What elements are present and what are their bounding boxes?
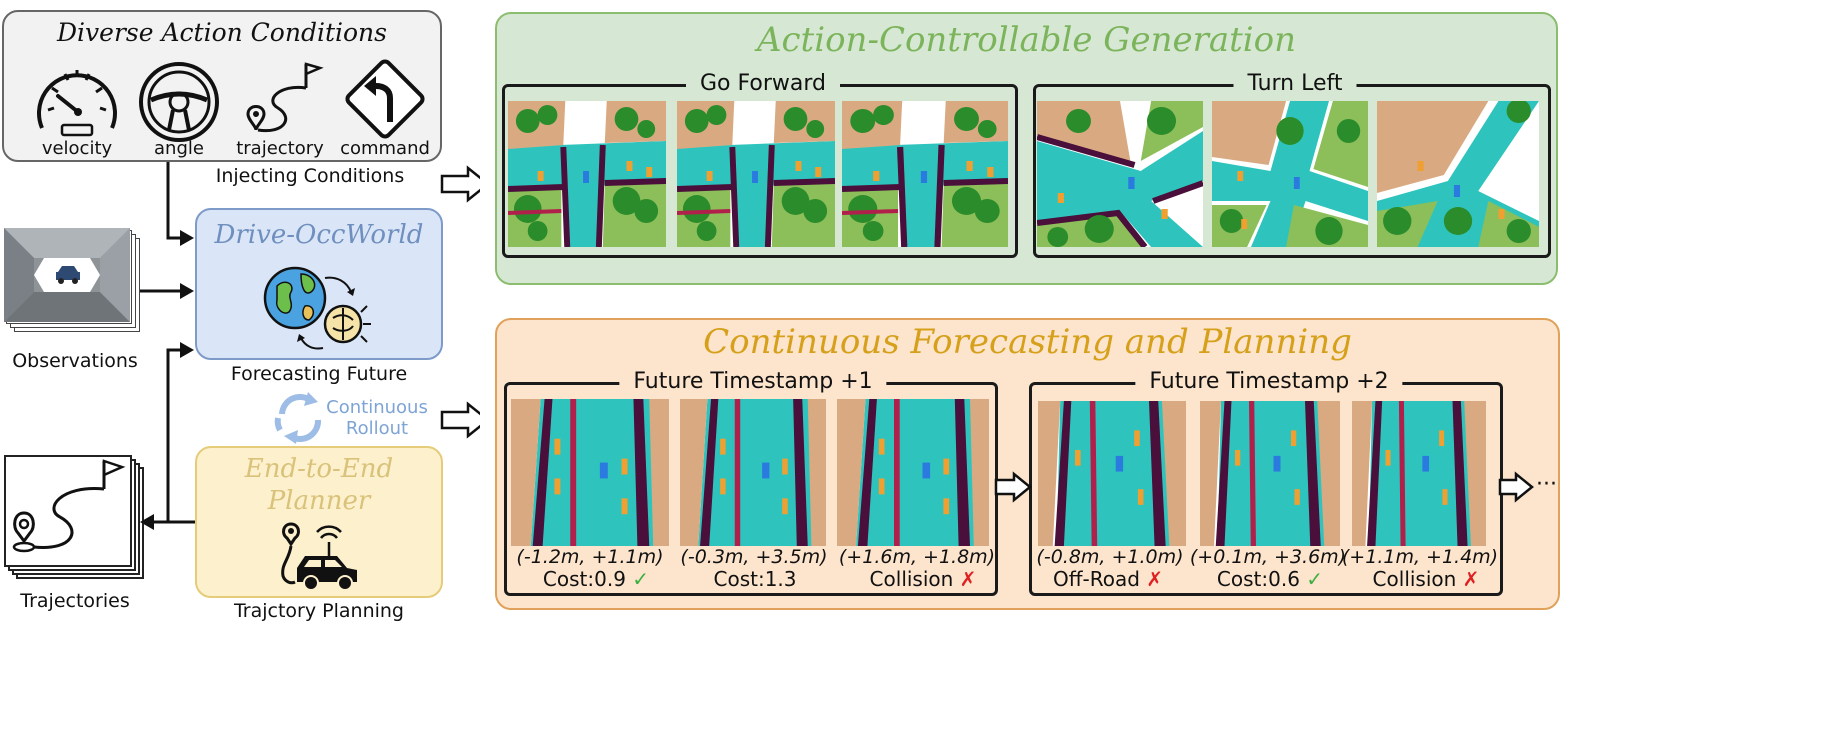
turn-left-frame-1 [1037,101,1203,247]
ts2-result-3-text: Collision [1372,567,1457,591]
trajectory-planning-caption: Trajctory Planning [233,600,404,622]
ts1-result-3: Collision ✗ [870,567,977,591]
forward-frame-2 [677,101,835,247]
action-conditions-box: Diverse Action Conditions velocity angle… [2,10,442,162]
turn-left-label: Turn Left [1233,71,1357,96]
rollout-cycle-icon [274,392,322,444]
ts1-frame-3 [837,399,989,546]
continuation-ellipsis: ··· [1536,472,1557,497]
angle-label: angle [154,138,204,159]
planner-title-line2: Planner [267,486,371,516]
hollow-arrow-mid [994,471,1032,503]
ts2-result-3: Collision ✗ [1373,567,1480,591]
drive-occworld-box: Drive-OccWorld [195,208,443,360]
generation-title: Action-Controllable Generation [756,20,1297,60]
cross-icon: ✗ [959,567,977,591]
ts1-result-2: Cost:1.3 [713,567,796,591]
autonomous-car-icon [281,522,357,591]
check-icon: ✓ [632,567,650,591]
ts2-result-2: Cost:0.6 ✓ [1217,567,1323,591]
drive-occworld-title: Drive-OccWorld [214,220,424,250]
rollout-text: Continuous Rollout [322,397,432,439]
trajectory-large-icon [4,455,132,567]
turn-left-frame-2 [1212,101,1368,247]
speedometer-icon [37,70,117,137]
trajectories-label: Trajectories [20,590,130,612]
velocity-label: velocity [41,138,113,159]
ts2-coord-3: (+1.1m, +1.4m) [1341,546,1499,568]
forecasting-future-caption: Forecasting Future [230,363,408,385]
ts1-coord-1: (-1.2m, +1.1m) [516,546,664,568]
cross-icon: ✗ [1462,567,1480,591]
cross-icon: ✗ [1146,567,1164,591]
ts2-result-1: Off-Road ✗ [1053,567,1163,591]
turn-left-frame-3 [1377,101,1539,247]
earth-brain-icon [263,266,371,350]
planner-box: End-to-End Planner [195,446,443,598]
timestamp-arrows [994,471,1534,503]
rollout-line2: Rollout [345,418,409,439]
ts1-result-2-text: Cost:1.3 [713,567,797,591]
forecasting-title: Continuous Forecasting and Planning [703,322,1352,362]
planner-title-line1: End-to-End [244,454,394,484]
trajectory-label: trajectory [236,138,324,159]
ts1-result-1: Cost:0.9 ✓ [543,567,649,591]
surround-camera-image [4,228,130,322]
observations-label: Observations [12,350,138,372]
ts2-result-2-text: Cost:0.6 [1216,567,1300,591]
ts2-coord-1: (-0.8m, +1.0m) [1036,546,1184,568]
turn-left-sign-icon [345,59,425,139]
observations-stack [4,228,146,340]
ts1-coord-2: (-0.3m, +3.5m) [680,546,828,568]
trajectory-icon [246,62,324,133]
ts2-coord-2: (+0.1m, +3.6m) [1189,546,1347,568]
injecting-conditions-caption: Injecting Conditions [215,165,405,187]
hollow-arrow-top [440,165,480,203]
timestamp-2-label: Future Timestamp +2 [1135,369,1403,394]
ts1-frame-1 [511,399,669,546]
command-label: command [340,138,430,159]
steering-wheel-icon [139,62,219,142]
ts2-result-1-text: Off-Road [1052,567,1140,591]
ts1-frame-2 [680,399,826,546]
forward-frame-1 [508,101,666,247]
timestamp-1-label: Future Timestamp +1 [619,369,887,394]
forward-frame-3 [842,101,1008,247]
go-forward-label: Go Forward [686,71,840,96]
hollow-arrow-end [1498,471,1534,503]
ts1-coord-3: (+1.6m, +1.8m) [838,546,996,568]
action-conditions-title: Diverse Action Conditions [57,18,387,47]
ts1-result-3-text: Collision [869,567,954,591]
ts1-result-1-text: Cost:0.9 [542,567,626,591]
rollout-line1: Continuous [326,397,428,418]
check-icon: ✓ [1306,567,1324,591]
hollow-arrow-bottom [440,401,480,439]
trajectories-stack [4,455,146,581]
